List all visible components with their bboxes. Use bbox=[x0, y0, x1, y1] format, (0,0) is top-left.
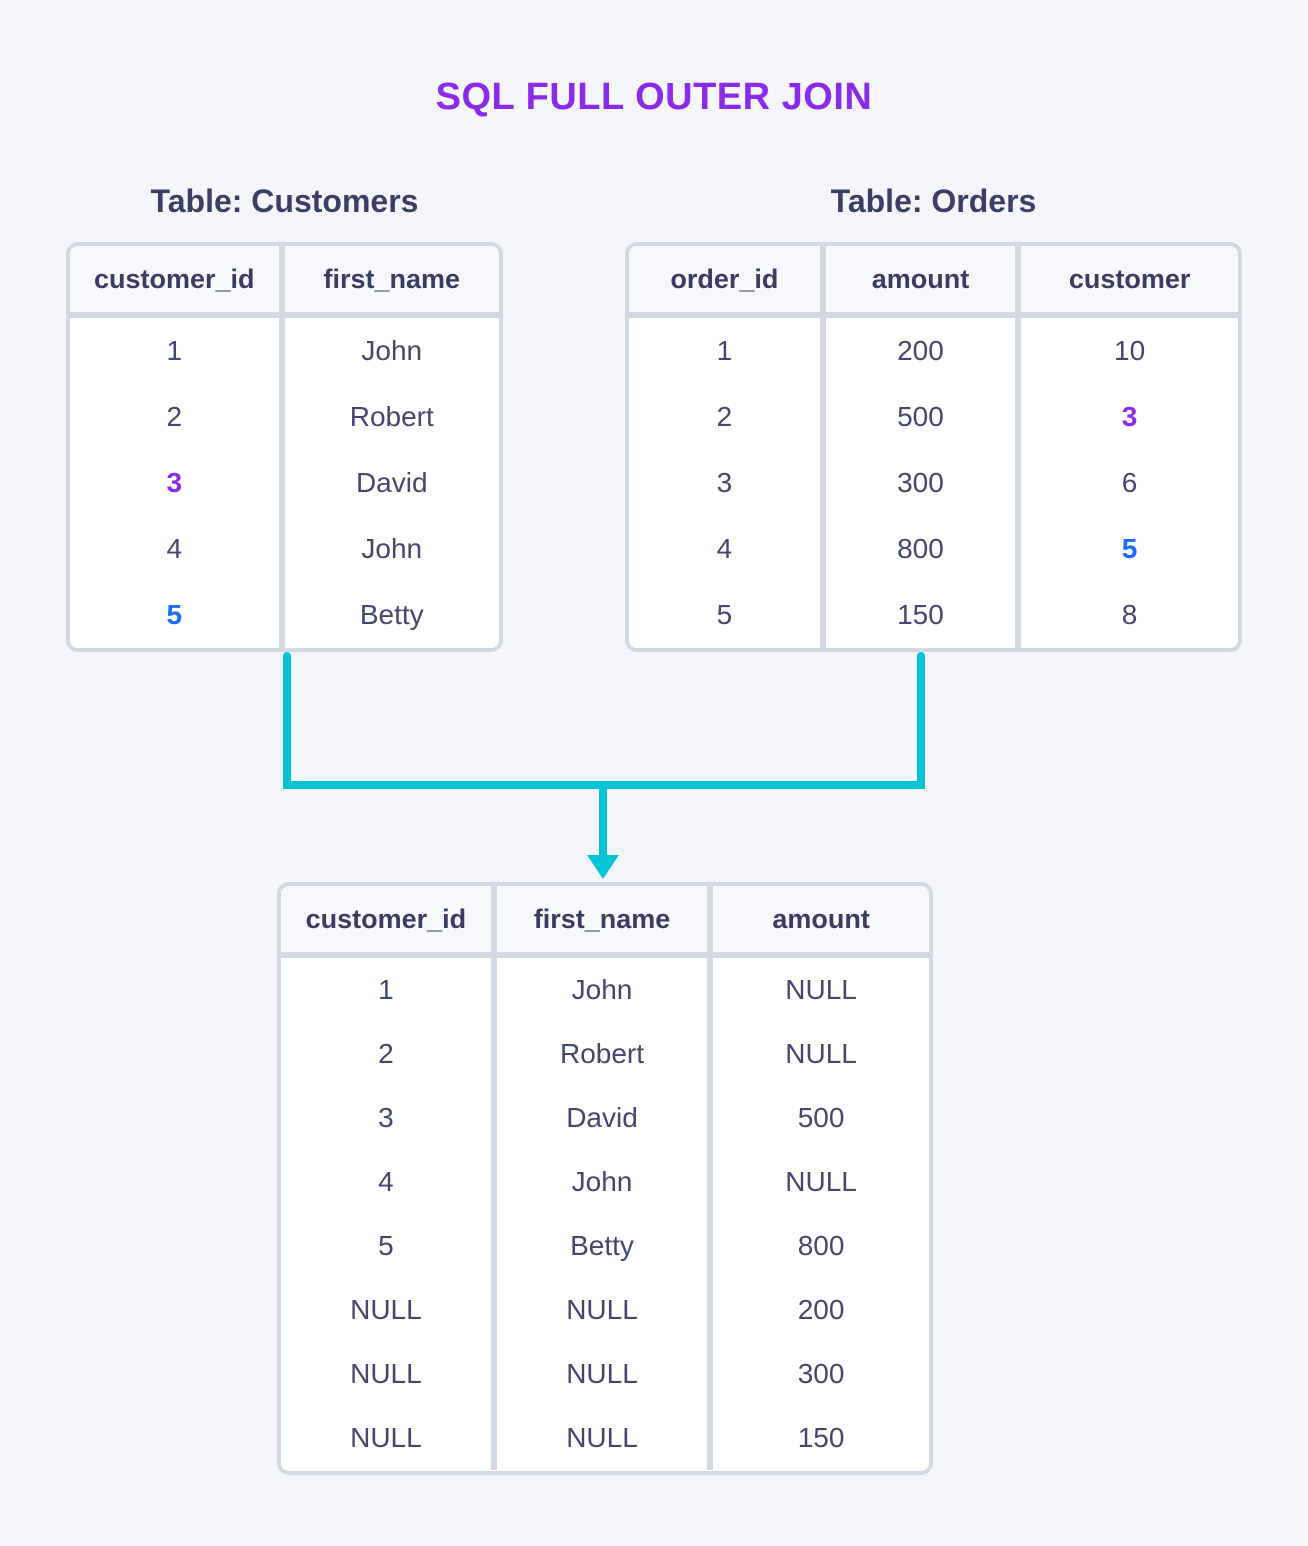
table-cell: John bbox=[284, 318, 499, 384]
table-row: 4 800 5 bbox=[629, 516, 1238, 582]
column-header: amount bbox=[713, 886, 929, 958]
table-cell: John bbox=[284, 516, 499, 582]
page-title: SQL FULL OUTER JOIN bbox=[435, 76, 873, 118]
table-cell: 2 bbox=[70, 384, 285, 450]
table-cell: 2 bbox=[629, 384, 826, 450]
table-cell: 300 bbox=[713, 1342, 929, 1406]
table-cell: NULL bbox=[713, 1150, 929, 1214]
table-cell: NULL bbox=[281, 1342, 497, 1406]
table-cell: David bbox=[284, 450, 499, 516]
table-row: 2 500 3 bbox=[629, 384, 1238, 450]
table-header-row: customer_id first_name bbox=[70, 246, 499, 318]
table-cell: NULL bbox=[281, 1406, 497, 1470]
table-cell: 1 bbox=[281, 958, 497, 1022]
table-cell: 3 bbox=[70, 450, 285, 516]
table-row: 3 300 6 bbox=[629, 450, 1238, 516]
table-header-row: order_id amount customer bbox=[629, 246, 1238, 318]
table-cell: 10 bbox=[1021, 318, 1238, 384]
table-cell: 2 bbox=[281, 1022, 497, 1086]
table-row: 5 Betty 800 bbox=[281, 1214, 929, 1278]
customers-table: customer_id first_name 1 John 2 Robert 3… bbox=[66, 242, 503, 652]
table-cell: 4 bbox=[281, 1150, 497, 1214]
column-header: order_id bbox=[629, 246, 826, 318]
table-cell: 800 bbox=[713, 1214, 929, 1278]
column-header: amount bbox=[825, 246, 1022, 318]
customers-table-label: Table: Customers bbox=[150, 183, 419, 219]
table-row: 2 Robert NULL bbox=[281, 1022, 929, 1086]
result-table: customer_id first_name amount 1 John NUL… bbox=[277, 882, 933, 1475]
table-cell: 3 bbox=[1021, 384, 1238, 450]
table-cell: 1 bbox=[629, 318, 826, 384]
table-row: 4 John NULL bbox=[281, 1150, 929, 1214]
table-cell: Betty bbox=[284, 582, 499, 648]
column-header: first_name bbox=[284, 246, 499, 318]
table-cell: Betty bbox=[496, 1214, 714, 1278]
table-row: 1 John bbox=[70, 318, 499, 384]
table-cell: NULL bbox=[281, 1278, 497, 1342]
table-row: 3 David bbox=[70, 450, 499, 516]
orders-table-label: Table: Orders bbox=[830, 183, 1037, 219]
column-header: customer_id bbox=[70, 246, 285, 318]
table-cell: 5 bbox=[1021, 516, 1238, 582]
table-cell: NULL bbox=[713, 1022, 929, 1086]
table-row: NULL NULL 300 bbox=[281, 1342, 929, 1406]
table-cell: NULL bbox=[496, 1278, 714, 1342]
table-cell: Robert bbox=[496, 1022, 714, 1086]
table-row: 1 200 10 bbox=[629, 318, 1238, 384]
column-header: customer_id bbox=[281, 886, 497, 958]
table-cell: NULL bbox=[713, 958, 929, 1022]
table-cell: 4 bbox=[629, 516, 826, 582]
table-row: 5 150 8 bbox=[629, 582, 1238, 648]
table-row: NULL NULL 200 bbox=[281, 1278, 929, 1342]
table-row: 5 Betty bbox=[70, 582, 499, 648]
column-header: customer bbox=[1021, 246, 1238, 318]
table-cell: 500 bbox=[825, 384, 1022, 450]
table-cell: 4 bbox=[70, 516, 285, 582]
table-cell: 6 bbox=[1021, 450, 1238, 516]
table-cell: 200 bbox=[825, 318, 1022, 384]
table-header-row: customer_id first_name amount bbox=[281, 886, 929, 958]
table-row: 3 David 500 bbox=[281, 1086, 929, 1150]
table-cell: NULL bbox=[496, 1342, 714, 1406]
table-cell: 3 bbox=[629, 450, 826, 516]
table-row: 1 John NULL bbox=[281, 958, 929, 1022]
table-cell: NULL bbox=[496, 1406, 714, 1470]
table-cell: Robert bbox=[284, 384, 499, 450]
table-row: 2 Robert bbox=[70, 384, 499, 450]
table-cell: John bbox=[496, 958, 714, 1022]
table-row: NULL NULL 150 bbox=[281, 1406, 929, 1470]
table-cell: 800 bbox=[825, 516, 1022, 582]
table-cell: 1 bbox=[70, 318, 285, 384]
join-connector-right-line bbox=[917, 652, 925, 789]
table-cell: 3 bbox=[281, 1086, 497, 1150]
orders-table: order_id amount customer 1 200 10 2 500 … bbox=[625, 242, 1242, 652]
table-cell: 500 bbox=[713, 1086, 929, 1150]
table-cell: 5 bbox=[629, 582, 826, 648]
table-cell: 8 bbox=[1021, 582, 1238, 648]
join-connector-left-line bbox=[283, 652, 291, 789]
join-connector-stem-line bbox=[599, 785, 607, 857]
table-cell: 150 bbox=[825, 582, 1022, 648]
table-cell: 5 bbox=[281, 1214, 497, 1278]
table-cell: David bbox=[496, 1086, 714, 1150]
table-cell: 300 bbox=[825, 450, 1022, 516]
down-arrow-icon bbox=[587, 855, 619, 879]
column-header: first_name bbox=[496, 886, 714, 958]
table-row: 4 John bbox=[70, 516, 499, 582]
table-cell: 5 bbox=[70, 582, 285, 648]
table-cell: John bbox=[496, 1150, 714, 1214]
table-cell: 150 bbox=[713, 1406, 929, 1470]
table-cell: 200 bbox=[713, 1278, 929, 1342]
